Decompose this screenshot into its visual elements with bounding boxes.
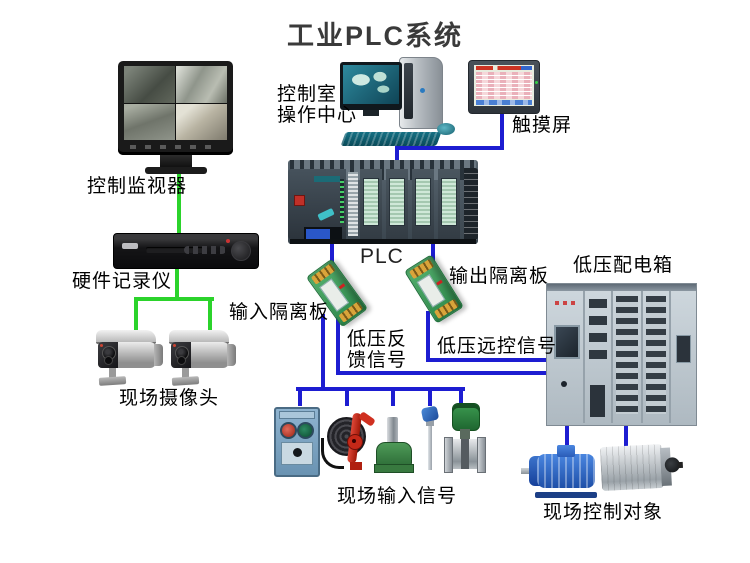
monitor-buttons [130, 145, 220, 149]
wire-remote-horizontal [426, 358, 547, 362]
remote-signal-label: 低压远控信号 [437, 336, 558, 357]
dvr-buttons [184, 246, 226, 254]
wire-touchscreen-elbow [395, 146, 504, 150]
pc-tower [399, 57, 443, 129]
wire-camera1-drop [134, 297, 138, 331]
wire-field-input-bus [296, 387, 465, 391]
camera-image [167, 326, 241, 388]
dvr-logo [122, 243, 138, 249]
thermocouple-image [419, 405, 441, 471]
input-isolator-label: 输入隔离板 [229, 302, 330, 323]
dvr-knob [231, 241, 251, 261]
wire-input-isolator-feedback [336, 314, 340, 375]
wire-cabinet-motor [565, 423, 569, 446]
pullcord-switch-image [321, 411, 376, 472]
page-title: 工业PLC系统 [287, 21, 463, 51]
wire-touchscreen-down [500, 112, 504, 150]
wire-drop-sensor [391, 387, 395, 406]
cameras-label: 现场摄像头 [119, 388, 220, 409]
pushbutton-box-image [274, 407, 320, 477]
plc-label: PLC [360, 245, 404, 268]
wire-output-isolator-down [426, 311, 430, 362]
wire-feedback-horizontal [336, 371, 547, 375]
wire-plc-input-isolator [330, 243, 334, 265]
wire-dvr-split [175, 267, 179, 301]
monitor-quad-screen [124, 66, 227, 140]
distribution-box-image [546, 283, 697, 426]
pc-world-map-screen [343, 65, 399, 104]
wire-monitor-dvr [177, 170, 181, 233]
pc-monitor [340, 62, 402, 110]
plc-io-module [412, 169, 434, 239]
monitor-label: 控制监视器 [87, 176, 188, 197]
distribution-box-label: 低压配电箱 [573, 255, 674, 276]
control-monitor-image [118, 61, 233, 174]
cylinder-motor-image [599, 437, 684, 501]
camera-image [94, 326, 168, 388]
plc-image [288, 160, 478, 244]
flowmeter-image [444, 403, 486, 477]
wire-plc-output-isolator [431, 243, 435, 263]
wire-drop-flowmeter [459, 387, 463, 406]
red-button [280, 422, 297, 439]
wire-drop-thermocouple [428, 387, 432, 406]
wire-drop-pushbutton [298, 387, 302, 406]
touchscreen-label: 触摸屏 [512, 115, 573, 136]
control-room-pc-image [335, 55, 461, 147]
control-room-label: 控制室 操作中心 [277, 84, 358, 126]
plc-cpu-module [288, 169, 346, 242]
plc-io-module [386, 169, 408, 239]
pc-keyboard [340, 132, 442, 146]
recorder-label: 硬件记录仪 [72, 271, 173, 292]
touchscreen-image [468, 60, 540, 114]
plc-io-module [360, 169, 382, 239]
speed-sensor-image [374, 417, 414, 473]
wire-drop-pullcord [345, 387, 349, 406]
wire-input-isolator-bus [321, 314, 325, 391]
recorder-image [113, 233, 259, 269]
wire-camera-bus [134, 297, 214, 301]
touchscreen-display [474, 65, 534, 106]
wire-pc-plc [395, 146, 399, 164]
output-isolator-label: 输出隔离板 [449, 266, 550, 287]
monitor-stand [160, 155, 192, 167]
feedback-signal-label: 低压反 馈信号 [347, 329, 408, 371]
plc-io-module [438, 169, 460, 239]
wire-cabinet-cylinder [624, 423, 628, 446]
electric-motor-image [521, 444, 605, 498]
green-button [297, 422, 314, 439]
pc-mouse [437, 123, 455, 135]
control-objects-label: 现场控制对象 [543, 502, 664, 523]
monitor-base [145, 167, 207, 174]
wire-camera2-drop [208, 297, 212, 331]
field-inputs-label: 现场输入信号 [337, 486, 458, 507]
